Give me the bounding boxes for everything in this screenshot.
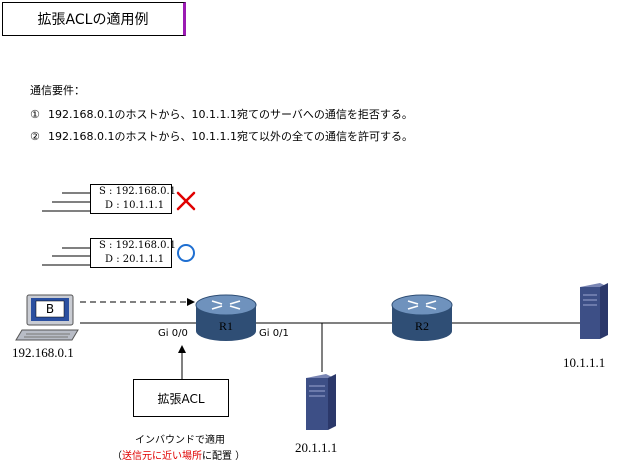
permit-circle-icon bbox=[177, 244, 195, 262]
host-ip-label: 192.168.0.1 bbox=[12, 345, 74, 360]
acl-note-highlight: 送信元に近い場所 bbox=[122, 451, 202, 462]
router-r1-label: R1 bbox=[218, 319, 233, 333]
requirement-text: 192.168.0.1のホストから、10.1.1.1宛て以外の全ての通信を許可す… bbox=[48, 130, 413, 143]
server-10-icon bbox=[580, 283, 608, 339]
server-20-icon bbox=[306, 374, 336, 430]
requirement-item-2: ② 192.168.0.1のホストから、10.1.1.1宛て以外の全ての通信を許可… bbox=[30, 128, 413, 144]
packet-destination: D : 20.1.1.1 bbox=[105, 254, 165, 265]
acl-note-open: （ bbox=[112, 451, 122, 462]
packet-source: S : 192.168.0.1 bbox=[99, 186, 177, 197]
requirement-text: 192.168.0.1のホストから、10.1.1.1宛てのサーバへの通信を拒否す… bbox=[48, 108, 413, 121]
page-title: 拡張ACLの適用例 bbox=[2, 2, 186, 36]
acl-note-rest: に配置 ） bbox=[202, 451, 246, 462]
packet-destination: D : 10.1.1.1 bbox=[105, 200, 165, 211]
requirement-number: ② bbox=[30, 130, 40, 143]
host-letter: B bbox=[45, 302, 55, 316]
packet-2-tail bbox=[42, 247, 90, 266]
router-r2-label: R2 bbox=[414, 319, 429, 333]
packet-header-permit: S : 192.168.0.1 D : 20.1.1.1 bbox=[90, 238, 177, 268]
router-r2-icon bbox=[391, 294, 453, 341]
server-10-label: 10.1.1.1 bbox=[563, 355, 606, 370]
interface-gi01-label: Gi 0/1 bbox=[259, 328, 289, 339]
acl-note-line1: インバウンドで適用 bbox=[135, 435, 225, 446]
interface-gi00-label: Gi 0/0 bbox=[158, 328, 188, 339]
host-computer-icon bbox=[15, 294, 79, 341]
requirements-heading: 通信要件： bbox=[30, 84, 85, 97]
requirement-item-1: ① 192.168.0.1のホストから、10.1.1.1宛てのサーバへの通信を拒否… bbox=[30, 106, 413, 122]
acl-box: 拡張ACL bbox=[133, 379, 229, 417]
requirement-number: ① bbox=[30, 108, 40, 121]
server-20-label: 20.1.1.1 bbox=[295, 440, 338, 455]
packet-source: S : 192.168.0.1 bbox=[99, 240, 177, 251]
packet-header-deny: S : 192.168.0.1 D : 10.1.1.1 bbox=[90, 184, 177, 214]
packet-1-tail bbox=[42, 192, 90, 212]
router-r1-icon bbox=[195, 294, 257, 341]
acl-note-line2: （送信元に近い場所に配置 ） bbox=[112, 447, 245, 462]
deny-cross-icon bbox=[176, 191, 196, 211]
